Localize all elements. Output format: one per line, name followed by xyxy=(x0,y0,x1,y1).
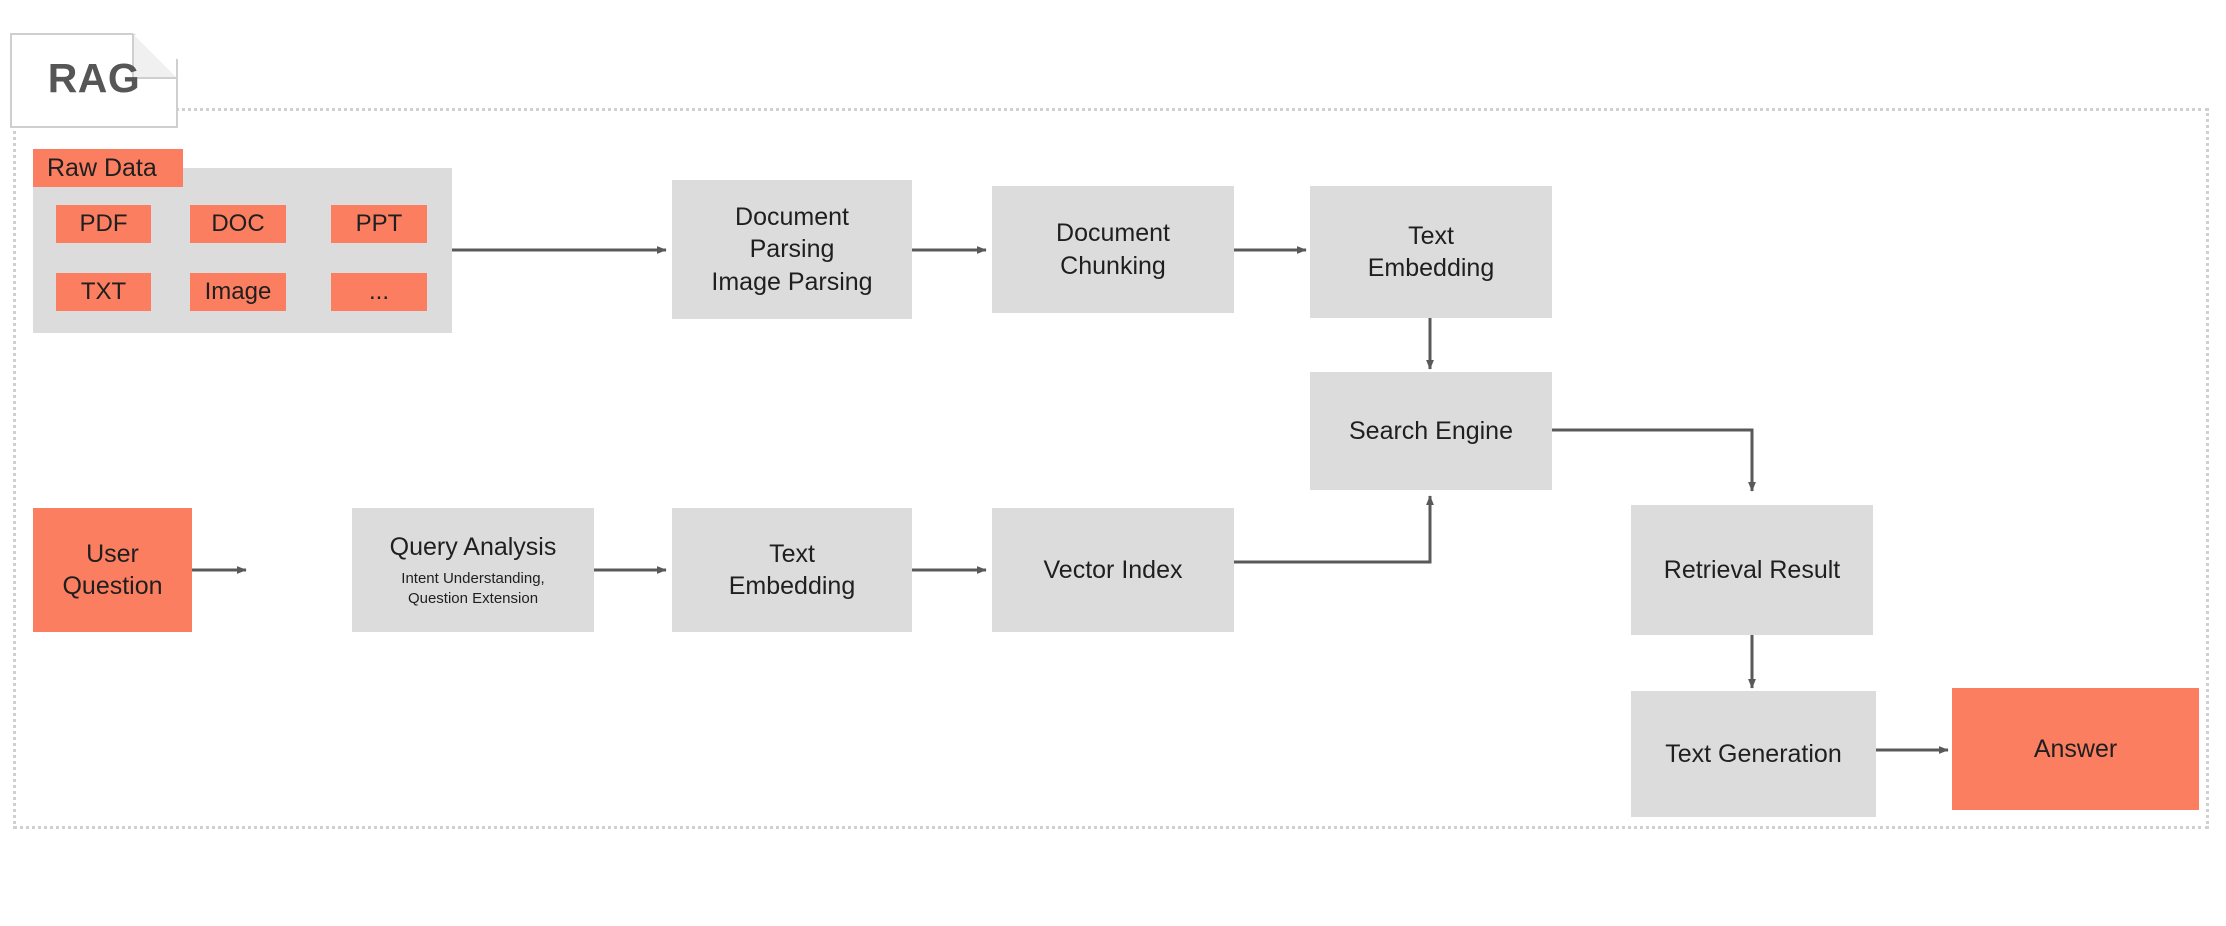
node-query-analysis[interactable]: Query Analysis Intent Understanding, Que… xyxy=(352,508,594,632)
chip-txt[interactable]: TXT xyxy=(56,273,151,311)
node-text-embedding-bottom[interactable]: Text Embedding xyxy=(672,508,912,632)
node-answer[interactable]: Answer xyxy=(1952,688,2199,810)
document-parsing-line1: Document xyxy=(735,202,849,231)
query-analysis-label: Query Analysis xyxy=(389,532,557,561)
chip-ppt[interactable]: PPT xyxy=(331,205,427,243)
query-analysis-sub-line2: Question Extension xyxy=(407,590,539,608)
document-parsing-line3: Image Parsing xyxy=(711,267,873,296)
page-title: RAG xyxy=(47,55,141,101)
text-embedding-bottom-line2: Embedding xyxy=(728,572,856,600)
query-analysis-sub-line1: Intent Understanding, xyxy=(401,570,545,587)
document-parsing-line2: Parsing xyxy=(749,235,835,264)
node-text-embedding-top[interactable]: Text Embedding xyxy=(1310,186,1552,318)
node-text-generation[interactable]: Text Generation xyxy=(1631,691,1876,817)
answer-label: Answer xyxy=(2033,734,2118,763)
retrieval-result-label: Retrieval Result xyxy=(1663,555,1841,584)
node-document-chunking[interactable]: Document Chunking xyxy=(992,186,1234,313)
chip-image[interactable]: Image xyxy=(190,273,286,311)
edge-search-to-retrieval xyxy=(1552,428,1756,492)
vector-index-label: Vector Index xyxy=(1043,555,1183,584)
node-retrieval-result[interactable]: Retrieval Result xyxy=(1631,505,1873,635)
document-chunking-line2: Chunking xyxy=(1060,251,1166,280)
rag-title-tab: RAG xyxy=(10,33,178,128)
chip-pdf[interactable]: PDF xyxy=(56,205,151,243)
edge-vectorindex-to-search xyxy=(1233,495,1434,564)
search-engine-label: Search Engine xyxy=(1348,416,1513,445)
document-chunking-line1: Document xyxy=(1056,219,1170,247)
text-embedding-top-line2: Embedding xyxy=(1367,254,1495,282)
node-user-question[interactable]: User Question xyxy=(33,508,192,632)
chip-other[interactable]: ... xyxy=(331,273,427,311)
text-generation-label: Text Generation xyxy=(1665,739,1842,768)
chip-doc[interactable]: DOC xyxy=(190,205,286,243)
text-embedding-top-line1: Text xyxy=(1408,221,1454,250)
text-embedding-bottom-line1: Text xyxy=(769,539,815,568)
node-document-parsing[interactable]: Document Parsing Image Parsing xyxy=(672,180,912,319)
node-vector-index[interactable]: Vector Index xyxy=(992,508,1234,632)
raw-data-label: Raw Data xyxy=(33,149,183,187)
user-question-label: User Question xyxy=(62,539,163,601)
node-search-engine[interactable]: Search Engine xyxy=(1310,372,1552,490)
document-shape-icon xyxy=(10,33,178,128)
